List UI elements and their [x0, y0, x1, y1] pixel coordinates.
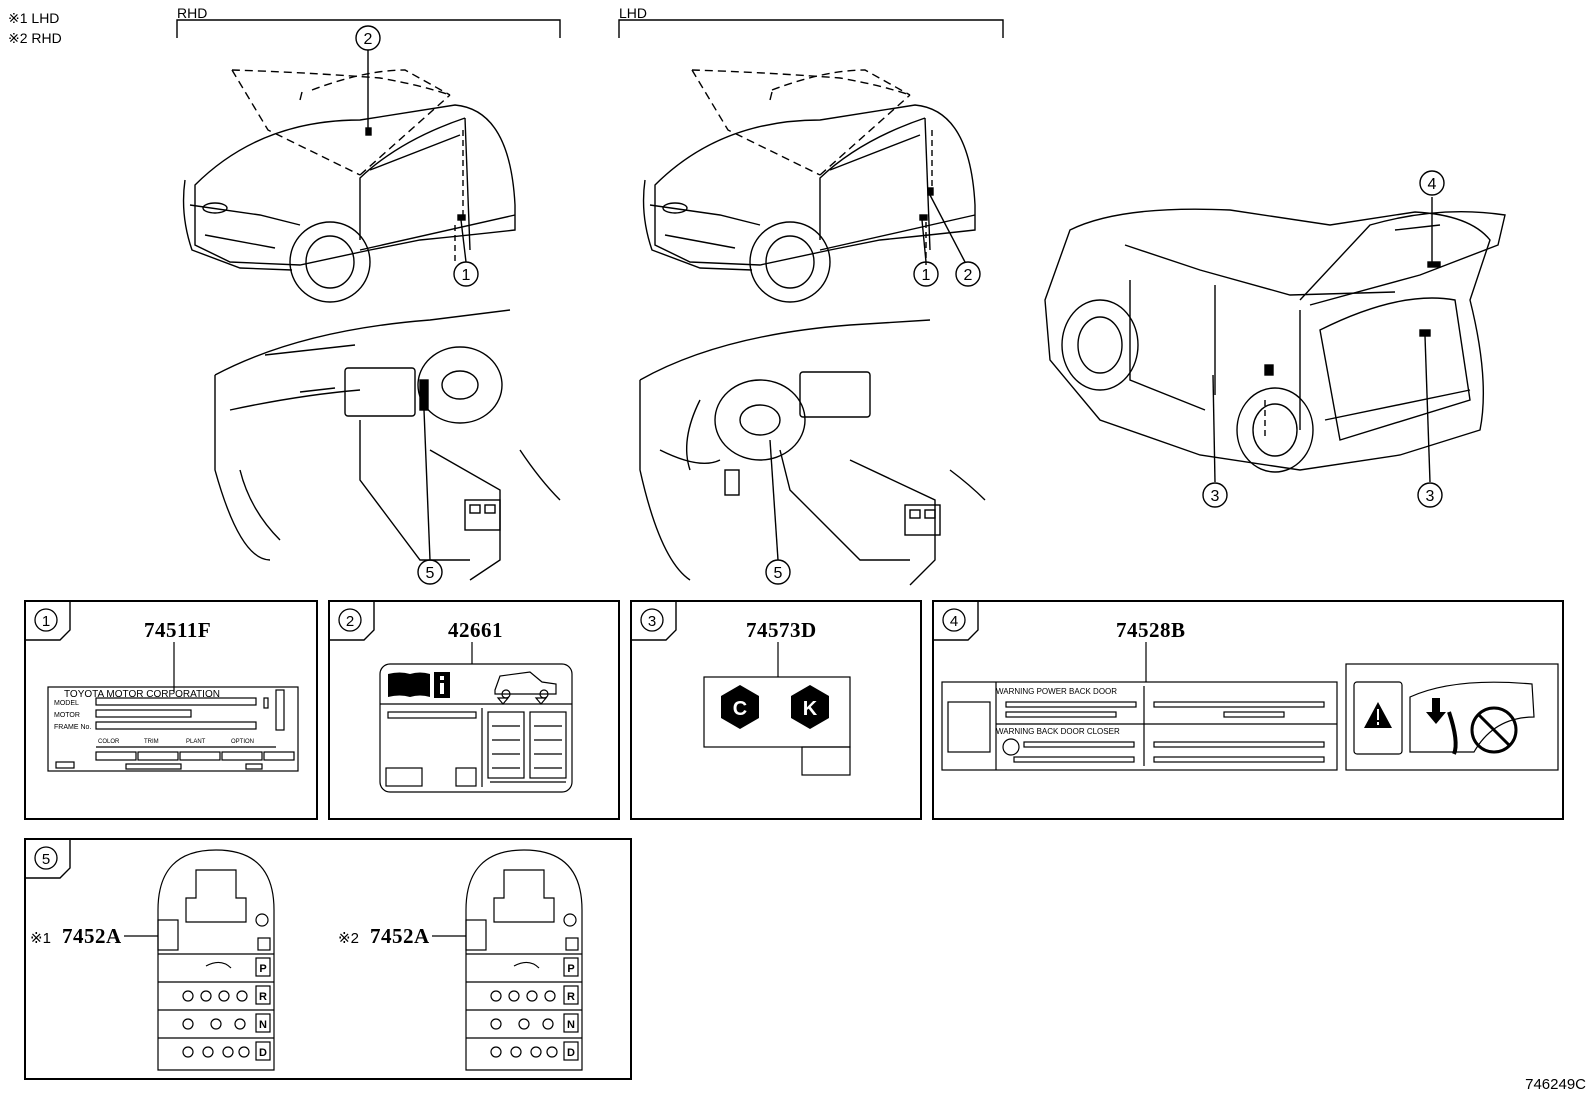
leader-lhd-1	[921, 219, 927, 263]
rhd-exterior-car	[182, 69, 516, 303]
right-gear-n: N	[567, 1019, 575, 1031]
lhd-interior-dashboard	[639, 319, 986, 586]
diagram-code: 746249C	[1525, 1076, 1586, 1093]
leader-rear-3a	[1212, 374, 1216, 483]
leader-lhd-2	[929, 194, 966, 263]
panel-3-label-drawing: C K	[703, 642, 851, 776]
leader-lhd-5	[769, 439, 779, 561]
panel-1-tab: 1	[26, 602, 71, 641]
right-gear-r: R	[567, 991, 575, 1003]
panel-1-col-color: COLOR	[98, 739, 120, 745]
leader-rhd-1	[460, 219, 467, 263]
lhd-bracket	[618, 19, 1004, 38]
rhd-bracket	[176, 19, 561, 38]
hex-c-badge	[721, 685, 759, 729]
panel-3-part-number: 74573D	[746, 618, 817, 642]
panel-5-shift-knob-labels: 5 ※1 7452A ※2 7452A	[24, 838, 632, 1080]
callout-circles	[355, 25, 1445, 585]
right-gear-p: P	[567, 963, 574, 975]
panel-1-col-trim: TRIM	[144, 739, 159, 745]
panel-5-tab: 5	[26, 840, 71, 879]
left-gear-d: D	[259, 1047, 267, 1059]
right-gear-d: D	[567, 1047, 575, 1059]
panel-1-row-model: MODEL	[54, 700, 79, 707]
panel-4-tab: 4	[934, 602, 979, 641]
panel-3-code-label: 3 74573D C K	[630, 600, 922, 820]
panel-5-right-prefix: ※2	[338, 930, 359, 947]
lhd-exterior-car	[642, 69, 976, 303]
panel-5-label-drawing: P R N D P R N D	[124, 849, 583, 1071]
down-arrow-icon	[1426, 698, 1446, 724]
panel-5-left-prefix: ※1	[30, 930, 51, 947]
callout-rhd-1: 1	[462, 267, 471, 284]
callout-rhd-2: 2	[364, 31, 373, 48]
panel-1-vin-label: 1 74511F TOYO	[24, 600, 318, 820]
rear-exterior-car	[1044, 208, 1506, 473]
leader-rear-3b	[1424, 335, 1431, 483]
section-label-lhd: LHD	[619, 5, 648, 21]
callout-rear-4: 4	[1428, 176, 1437, 193]
panel-1-row-motor: MOTOR	[54, 712, 80, 719]
panel-4-tab-num: 4	[950, 613, 958, 630]
callout-lhd-1: 1	[922, 267, 931, 284]
vehicle-illustrations: 2 1 5 1 2 5 4 3 3	[176, 19, 1506, 586]
panel-4-warning-power: WARNING POWER BACK DOOR	[996, 687, 1117, 696]
leader-rhd-5	[423, 409, 431, 561]
panel-1-label-drawing: TOYOTA MOTOR CORPORATION MODEL MOTOR FRA…	[47, 642, 299, 772]
legend: ※1 LHD ※2 RHD	[8, 8, 62, 48]
panel-2-tab-num: 2	[346, 613, 354, 630]
manual-info-icon	[388, 672, 450, 698]
panel-4-label-drawing: WARNING POWER BACK DOOR WARNING BACK DOO…	[941, 642, 1559, 771]
panel-2-label-drawing	[379, 642, 573, 793]
panel-2-tab: 2	[330, 602, 375, 641]
panel-4-warning-closer: WARNING BACK DOOR CLOSER	[996, 727, 1120, 736]
left-gear-p: P	[259, 963, 266, 975]
callout-rhd-5: 5	[426, 565, 435, 582]
panel-4-part-number: 74528B	[1116, 618, 1186, 642]
panel-5-right-part-number: 7452A	[370, 924, 430, 948]
section-label-rhd: RHD	[177, 5, 208, 21]
panel-5-tab-num: 5	[42, 851, 50, 868]
panel-3-tab-num: 3	[648, 613, 656, 630]
callout-lhd-5: 5	[774, 565, 783, 582]
panel-1-row-frame: FRAME No.	[54, 724, 91, 731]
panel-1-col-option: OPTION	[231, 739, 254, 745]
panel-1-manufacturer: TOYOTA MOTOR CORPORATION	[64, 689, 220, 700]
legend-rhd: ※2 RHD	[8, 30, 62, 46]
callout-rear-3b: 3	[1426, 488, 1435, 505]
legend-lhd: ※1 LHD	[8, 10, 60, 26]
panel-1-col-plant: PLANT	[186, 739, 206, 745]
panel-3-tab: 3	[632, 602, 677, 641]
left-gear-n: N	[259, 1019, 267, 1031]
rhd-interior-dashboard	[214, 309, 561, 581]
panel-2-tire-label: 2 42661	[328, 600, 620, 820]
panel-1-part-number: 74511F	[144, 618, 212, 642]
hex-k-letter: K	[803, 698, 818, 720]
callout-rear-3a: 3	[1211, 488, 1220, 505]
panel-2-part-number: 42661	[448, 618, 503, 642]
hex-c-letter: C	[733, 698, 747, 720]
hex-k-badge	[791, 685, 829, 729]
panel-5-left-part-number: 7452A	[62, 924, 122, 948]
panel-1-tab-num: 1	[42, 613, 50, 630]
left-gear-r: R	[259, 991, 267, 1003]
panel-4-back-door-label: 4 74528B	[932, 600, 1564, 820]
callout-lhd-2: 2	[964, 267, 973, 284]
